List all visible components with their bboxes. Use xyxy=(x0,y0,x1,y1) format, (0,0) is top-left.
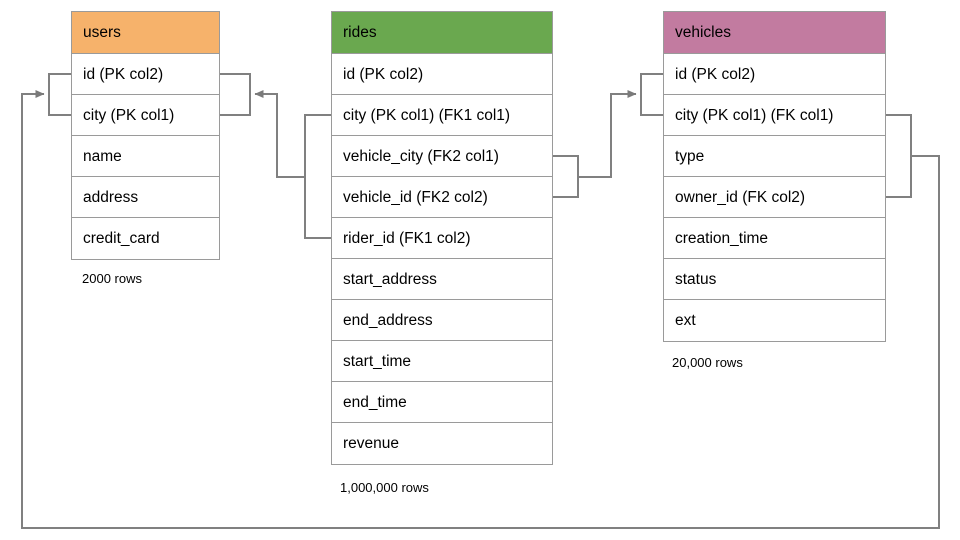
table-vehicles-column-city[interactable]: city (PK col1) (FK col1) xyxy=(664,95,885,136)
table-vehicles-column-id[interactable]: id (PK col2) xyxy=(664,54,885,95)
table-vehicles-column-status[interactable]: status xyxy=(664,259,885,300)
table-vehicles-column-creation-time[interactable]: creation_time xyxy=(664,218,885,259)
table-rides-header: rides xyxy=(332,12,552,54)
table-rides-row-count: 1,000,000 rows xyxy=(340,480,429,495)
table-rides-column-start-address[interactable]: start_address xyxy=(332,259,552,300)
table-users-column-id[interactable]: id (PK col2) xyxy=(72,54,219,95)
table-vehicles-column-type[interactable]: type xyxy=(664,136,885,177)
table-users-column-credit-card[interactable]: credit_card xyxy=(83,230,160,247)
table-vehicles-header: vehicles xyxy=(664,12,885,54)
table-rides-column-rider-id[interactable]: rider_id (FK1 col2) xyxy=(332,218,552,259)
table-vehicles-column-ext[interactable]: ext xyxy=(675,312,696,329)
rides-fk2-bracket xyxy=(553,155,579,198)
table-rides-column-id[interactable]: id (PK col2) xyxy=(332,54,552,95)
table-rides-column-vehicle-city[interactable]: vehicle_city (FK2 col1) xyxy=(332,136,552,177)
table-rides-column-revenue[interactable]: revenue xyxy=(343,435,400,452)
vehicles-left-key-bracket xyxy=(640,73,663,116)
table-users-header: users xyxy=(72,12,219,54)
table-rides[interactable]: rides id (PK col2) city (PK col1) (FK1 c… xyxy=(331,11,553,465)
table-vehicles-row-count: 20,000 rows xyxy=(672,355,743,370)
edge-rides-fk1-to-users xyxy=(254,90,305,178)
table-vehicles[interactable]: vehicles id (PK col2) city (PK col1) (FK… xyxy=(663,11,886,342)
rides-fk1-bracket xyxy=(304,114,331,239)
table-users-row-count: 2000 rows xyxy=(82,271,142,286)
table-users-column-name[interactable]: name xyxy=(72,136,219,177)
vehicles-right-fk-bracket xyxy=(886,114,912,198)
table-rides-column-start-time[interactable]: start_time xyxy=(332,341,552,382)
table-vehicles-column-owner-id[interactable]: owner_id (FK col2) xyxy=(664,177,885,218)
table-rides-column-end-time[interactable]: end_time xyxy=(332,382,552,423)
table-users-column-address[interactable]: address xyxy=(72,177,219,218)
table-rides-column-city[interactable]: city (PK col1) (FK1 col1) xyxy=(332,95,552,136)
users-right-key-bracket xyxy=(220,73,251,116)
edge-rides-fk2-to-vehicles xyxy=(578,90,637,178)
table-rides-column-end-address[interactable]: end_address xyxy=(332,300,552,341)
table-users[interactable]: users id (PK col2) city (PK col1) name a… xyxy=(71,11,220,260)
table-users-column-city[interactable]: city (PK col1) xyxy=(72,95,219,136)
table-rides-column-vehicle-id[interactable]: vehicle_id (FK2 col2) xyxy=(332,177,552,218)
users-left-key-bracket xyxy=(48,73,71,116)
